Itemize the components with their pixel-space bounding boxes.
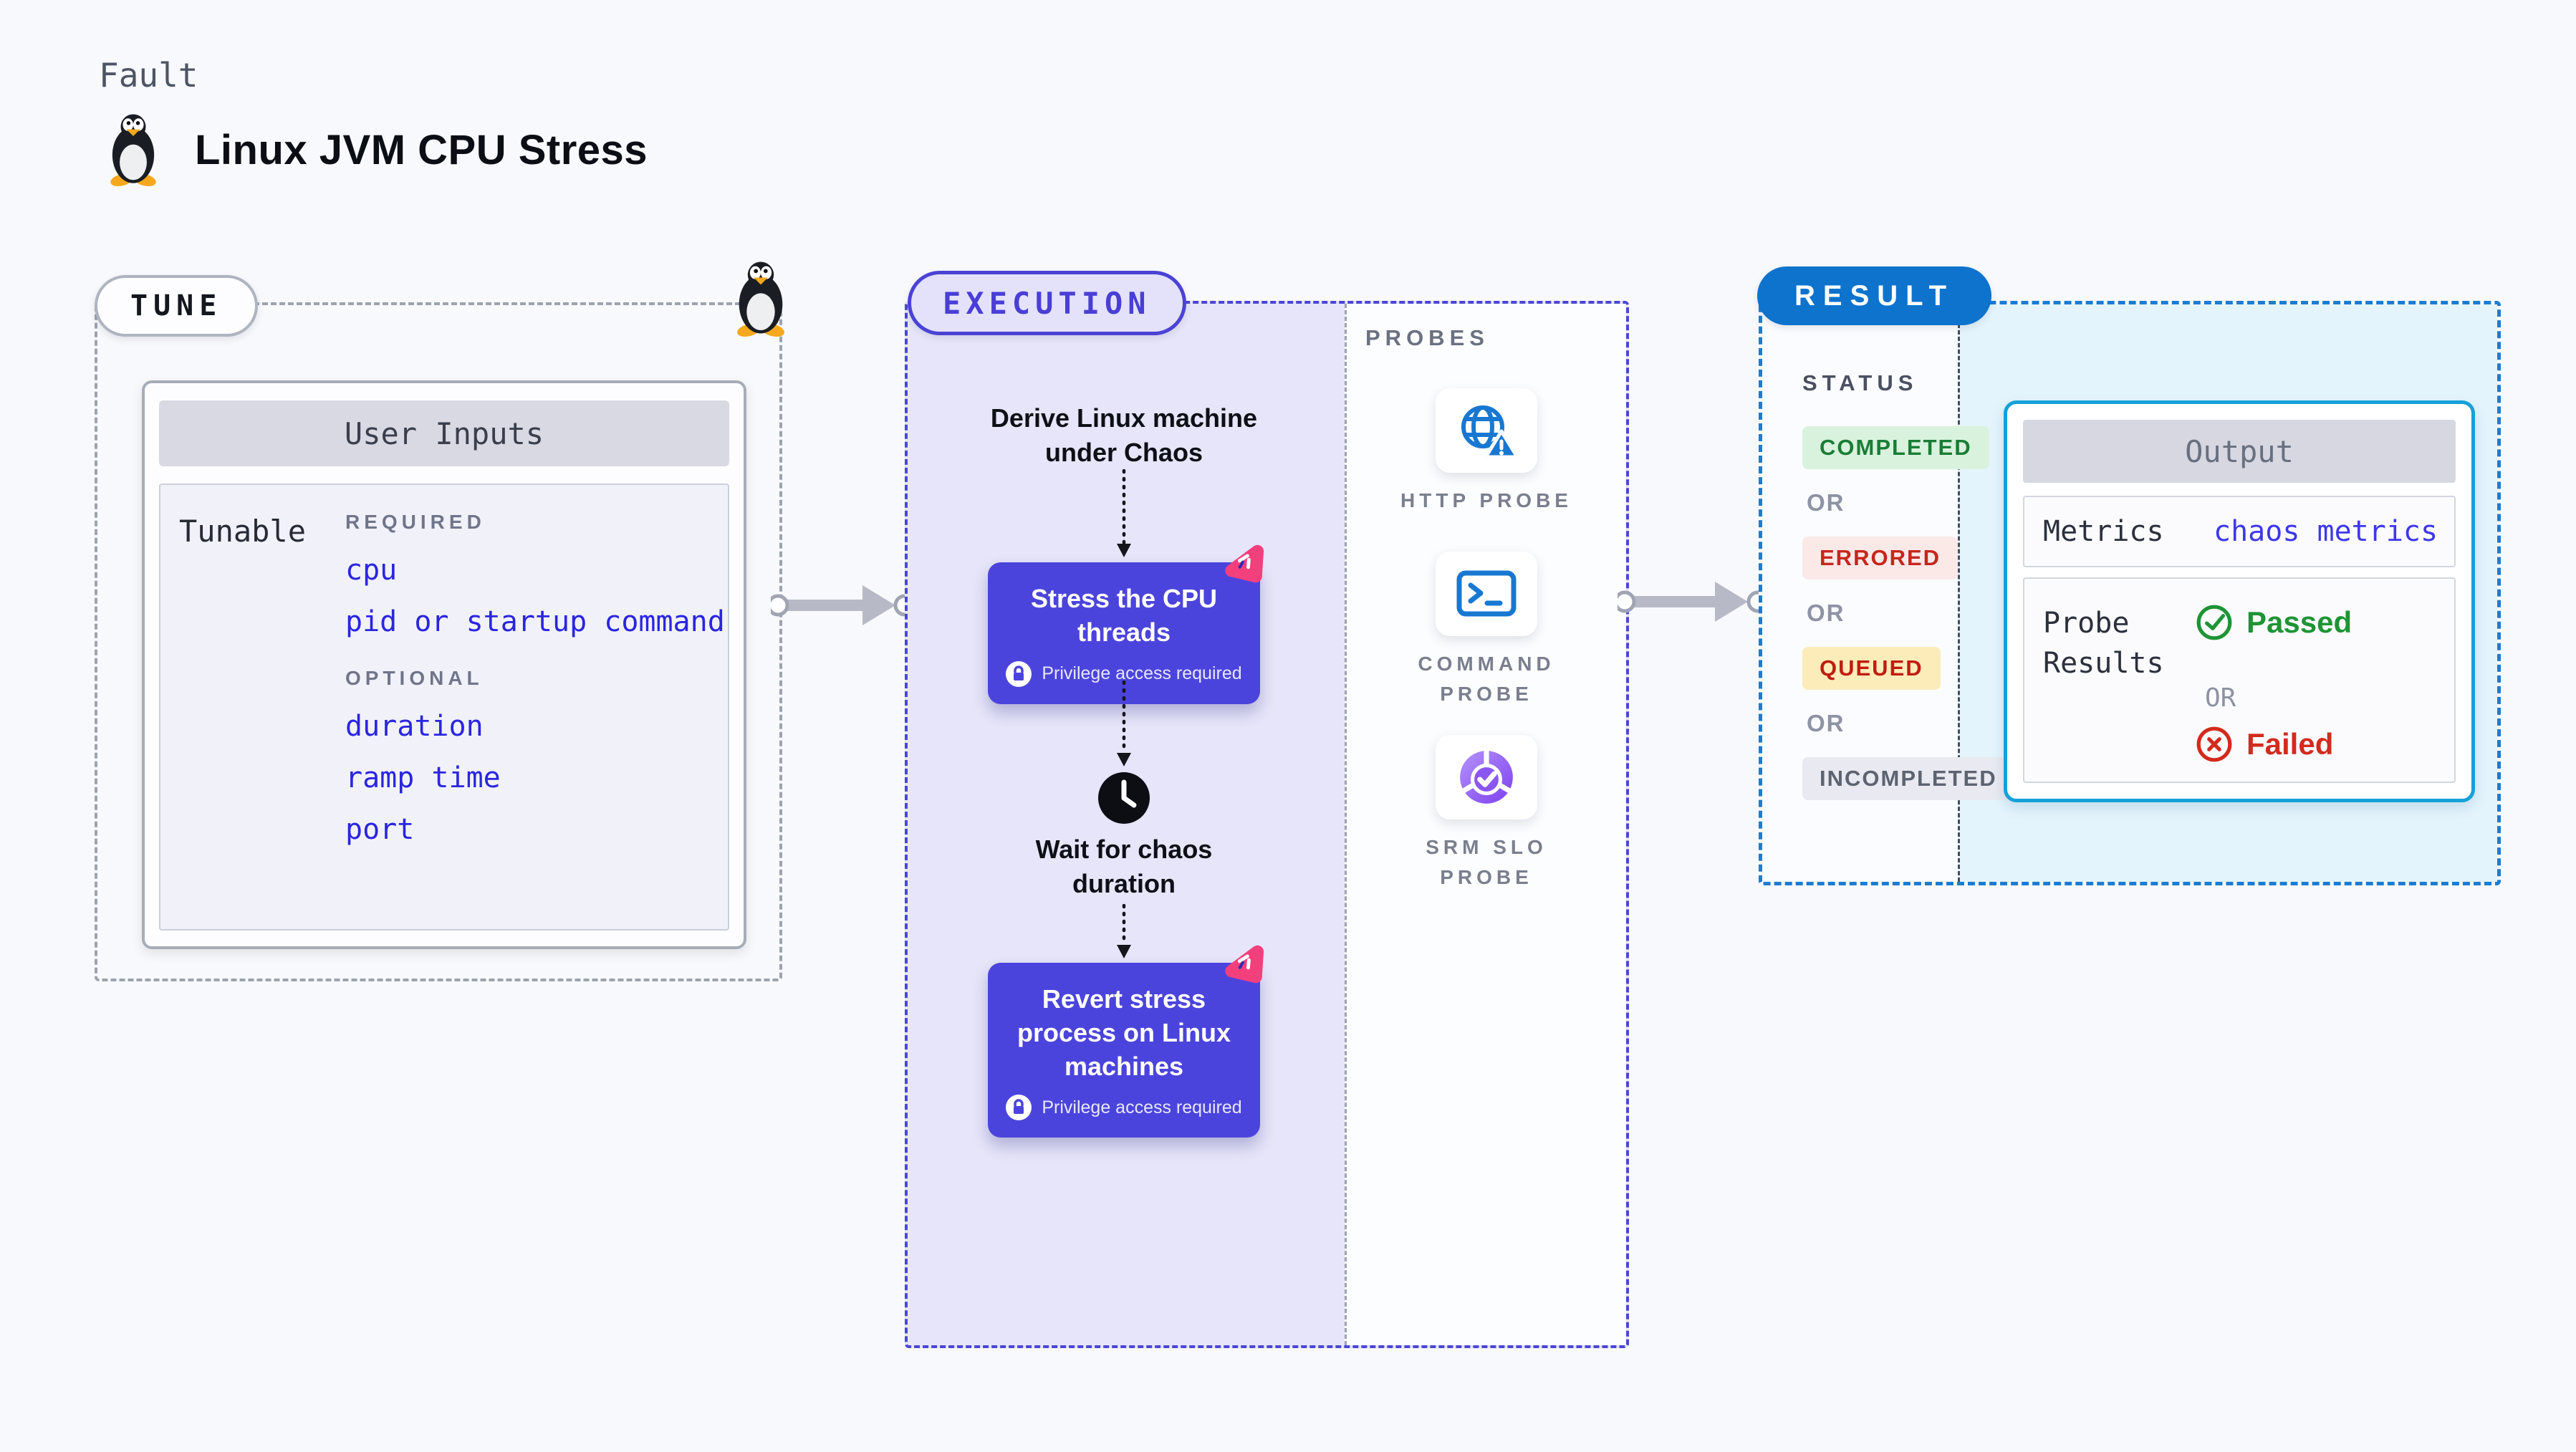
http-probe-label: HTTP PROBE: [1400, 489, 1572, 511]
lock-icon: [1006, 1095, 1032, 1121]
status-badge-completed: COMPLETED: [1802, 426, 1989, 469]
tunable-pid-link[interactable]: pid or startup command: [345, 605, 725, 638]
execution-section-box: PROBES HTTP P: [905, 301, 1629, 1348]
execution-flow: Derive Linux machine under Chaos Stress …: [916, 301, 1332, 1342]
user-inputs-card: User Inputs Tunable REQUIRED cpu pid or …: [142, 380, 746, 949]
tunable-ramp-time-link[interactable]: ramp time: [345, 761, 501, 794]
globe-warning-icon: [1454, 401, 1519, 460]
command-probe-label: COMMAND PROBE: [1418, 653, 1555, 705]
check-circle-icon: [2195, 603, 2234, 642]
failed-verdict-row: Failed: [2195, 725, 2333, 764]
user-inputs-body: Tunable REQUIRED cpu pid or startup comm…: [159, 484, 729, 931]
execution-to-result-arrow: [1618, 569, 1765, 634]
probe-results-row: Probe Results Passed OR: [2023, 577, 2456, 783]
flow-dotted-arrow: [1115, 469, 1133, 557]
http-probe-entry: HTTP PROBE: [1347, 388, 1626, 516]
probes-panel-label: PROBES: [1365, 325, 1489, 350]
x-circle-icon: [2195, 725, 2234, 764]
passed-verdict-row: Passed: [2195, 603, 2352, 642]
srm-slo-probe-entry: SRM SLO PROBE: [1347, 735, 1626, 893]
linux-tux-icon: [102, 113, 165, 186]
tunable-duration-link[interactable]: duration: [345, 710, 484, 743]
tune-section-badge: TUNE: [95, 275, 259, 337]
probe-results-label: Probe Results: [2043, 607, 2164, 680]
srm-slo-probe-card: [1436, 735, 1537, 819]
slo-donut-check-icon: [1456, 746, 1517, 808]
status-column: STATUS COMPLETED OR ERRORED OR QUEUED OR…: [1802, 370, 2014, 820]
execution-section-badge: EXECUTION: [908, 271, 1186, 335]
or-separator: OR: [2205, 683, 2236, 713]
revert-stress-step-box: Revert stress process on Linux machines …: [988, 945, 1264, 1138]
revert-stress-step-label: Revert stress process on Linux machines: [1017, 984, 1231, 1081]
lock-icon: [1006, 660, 1032, 687]
metrics-value-link[interactable]: chaos metrics: [2214, 515, 2438, 548]
probes-panel: PROBES HTTP P: [1345, 304, 1626, 1345]
user-inputs-title: User Inputs: [159, 400, 729, 466]
command-probe-entry: COMMAND PROBE: [1347, 552, 1626, 709]
privilege-note-text: Privilege access required: [1042, 663, 1242, 684]
passed-label: Passed: [2246, 605, 2352, 639]
or-separator: OR: [1807, 710, 1845, 736]
result-section-box: STATUS COMPLETED OR ERRORED OR QUEUED OR…: [1759, 301, 2501, 885]
wait-step-text: Wait for chaos duration: [1035, 835, 1213, 898]
status-badge-incompleted: INCOMPLETED: [1802, 757, 2014, 800]
status-badge-errored: ERRORED: [1802, 537, 1959, 580]
flow-dotted-arrow: [1115, 904, 1133, 958]
tunable-row-label: Tunable: [179, 514, 307, 549]
privilege-note-row: Privilege access required: [1001, 660, 1247, 687]
failed-label: Failed: [2246, 727, 2334, 761]
metrics-row: Metrics chaos metrics: [2023, 496, 2456, 567]
tunables-list: REQUIRED cpu pid or startup command OPTI…: [345, 511, 725, 865]
output-card-title: Output: [2023, 420, 2456, 483]
terminal-icon: [1454, 565, 1519, 622]
chaos-experiment-icon: [1218, 936, 1271, 988]
result-section-badge: RESULT: [1757, 266, 1992, 325]
metrics-label: Metrics: [2043, 515, 2164, 548]
optional-group-label: OPTIONAL: [345, 667, 484, 689]
tune-section-box: [95, 302, 782, 981]
tune-to-execution-arrow: [771, 573, 911, 638]
wait-clock-icon: [1097, 771, 1151, 825]
output-card: Output Metrics chaos metrics Probe Resul…: [2004, 400, 2475, 802]
stress-cpu-step-label: Stress the CPU threads: [1030, 584, 1218, 647]
chaos-experiment-icon: [1218, 536, 1271, 587]
srm-slo-probe-label: SRM SLO PROBE: [1426, 836, 1547, 888]
tunable-port-link[interactable]: port: [345, 813, 415, 846]
or-separator: OR: [1807, 489, 1845, 516]
status-column-label: STATUS: [1802, 370, 1918, 395]
or-separator: OR: [1807, 600, 1845, 626]
title-row: Linux JVM CPU Stress: [102, 113, 648, 186]
command-probe-card: [1436, 552, 1537, 636]
tunable-cpu-link[interactable]: cpu: [345, 554, 398, 587]
page-title: Linux JVM CPU Stress: [195, 126, 648, 173]
privilege-note-text: Privilege access required: [1042, 1097, 1242, 1117]
required-group-label: REQUIRED: [345, 511, 486, 533]
fault-eyebrow: Fault: [99, 56, 198, 95]
flow-dotted-arrow: [1115, 681, 1133, 766]
linux-tux-corner-icon: [728, 261, 794, 337]
status-badge-queued: QUEUED: [1802, 647, 1941, 690]
privilege-note-row: Privilege access required: [1001, 1095, 1247, 1121]
http-probe-card: [1436, 388, 1537, 473]
stress-cpu-step-box: Stress the CPU threads Privilege access …: [988, 544, 1264, 704]
derive-step-text: Derive Linux machine under Chaos: [990, 403, 1258, 467]
